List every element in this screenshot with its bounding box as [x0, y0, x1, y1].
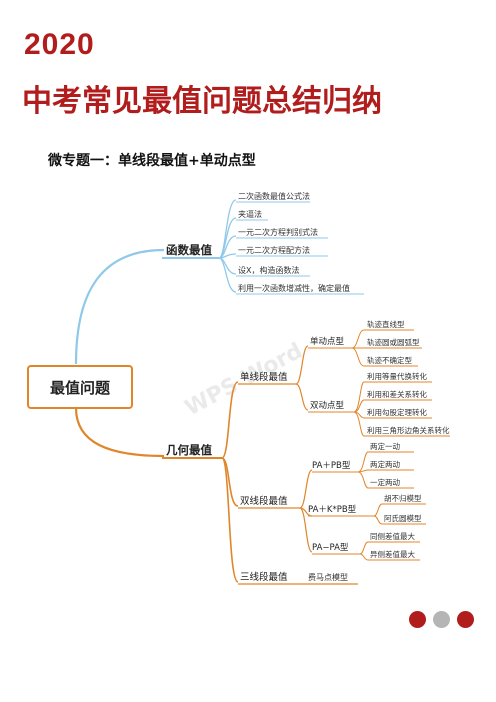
function-item: 利用一次函数增减性，确定最值 — [238, 283, 350, 293]
decorative-dots — [409, 611, 475, 629]
double-point-item: 利用和差关系转化 — [367, 389, 427, 399]
function-item: 二次函数最值公式法 — [238, 191, 310, 201]
dot-red-right — [457, 611, 474, 628]
single-point-item: 轨迹圆或圆弧型 — [367, 337, 420, 347]
pa-minus-pb-label: PA−PA型 — [312, 543, 349, 553]
single-segment-label: 单线段最值 — [240, 371, 288, 383]
branch-function-label: 函数最值 — [166, 243, 212, 257]
double-point-label: 双动点型 — [310, 400, 345, 411]
double-point-item: 利用三角形边角关系转化 — [367, 425, 450, 435]
root-label: 最值问题 — [50, 379, 111, 397]
pa-kpb-item: 阿氏圆模型 — [384, 513, 422, 523]
page-subtitle: 微专题一：单线段最值+单动点型 — [48, 153, 256, 169]
root-node — [27, 365, 133, 409]
single-point-item: 轨迹不确定型 — [367, 355, 412, 365]
pa-pb-item: 两定一动 — [370, 441, 400, 451]
single-point-item: 轨迹直线型 — [367, 319, 405, 329]
dot-red-left — [409, 611, 426, 628]
pa-pb-item: 一定两动 — [370, 477, 400, 487]
branch-geometry-label: 几何最值 — [166, 443, 212, 457]
mind-map: WPS Word 最值问题 函数最值 二次函数最值公式法 夹逼法 一元二次方程判… — [27, 191, 450, 585]
pa-minus-pb-item: 异侧差值最大 — [370, 549, 415, 559]
double-point-item: 利用等量代换转化 — [367, 371, 427, 381]
pa-kpb-item: 胡不归模型 — [384, 493, 422, 503]
pa-pb-label: PA＋PB型 — [312, 461, 351, 471]
pa-kpb-label: PA＋K*PB型 — [308, 505, 357, 515]
page-title: 中考常见最值问题总结归纳 — [22, 84, 382, 119]
function-item: 一元二次方程判别式法 — [238, 227, 318, 237]
dot-gray-center — [433, 611, 450, 628]
double-point-item: 利用勾股定理转化 — [367, 407, 427, 417]
pa-minus-pb-item: 同侧差值最大 — [370, 531, 415, 541]
pa-pb-item: 两定两动 — [370, 459, 400, 469]
triple-segment-label: 三线段最值 — [240, 571, 288, 583]
single-point-label: 单动点型 — [310, 336, 345, 347]
triple-segment-item: 费马点模型 — [308, 572, 348, 582]
year-heading: 2020 — [24, 28, 95, 61]
function-item: 夹逼法 — [238, 209, 262, 219]
function-item: 一元二次方程配方法 — [238, 245, 310, 255]
double-segment-label: 双线段最值 — [240, 495, 288, 507]
function-item: 设X，构造函数法 — [238, 265, 299, 275]
